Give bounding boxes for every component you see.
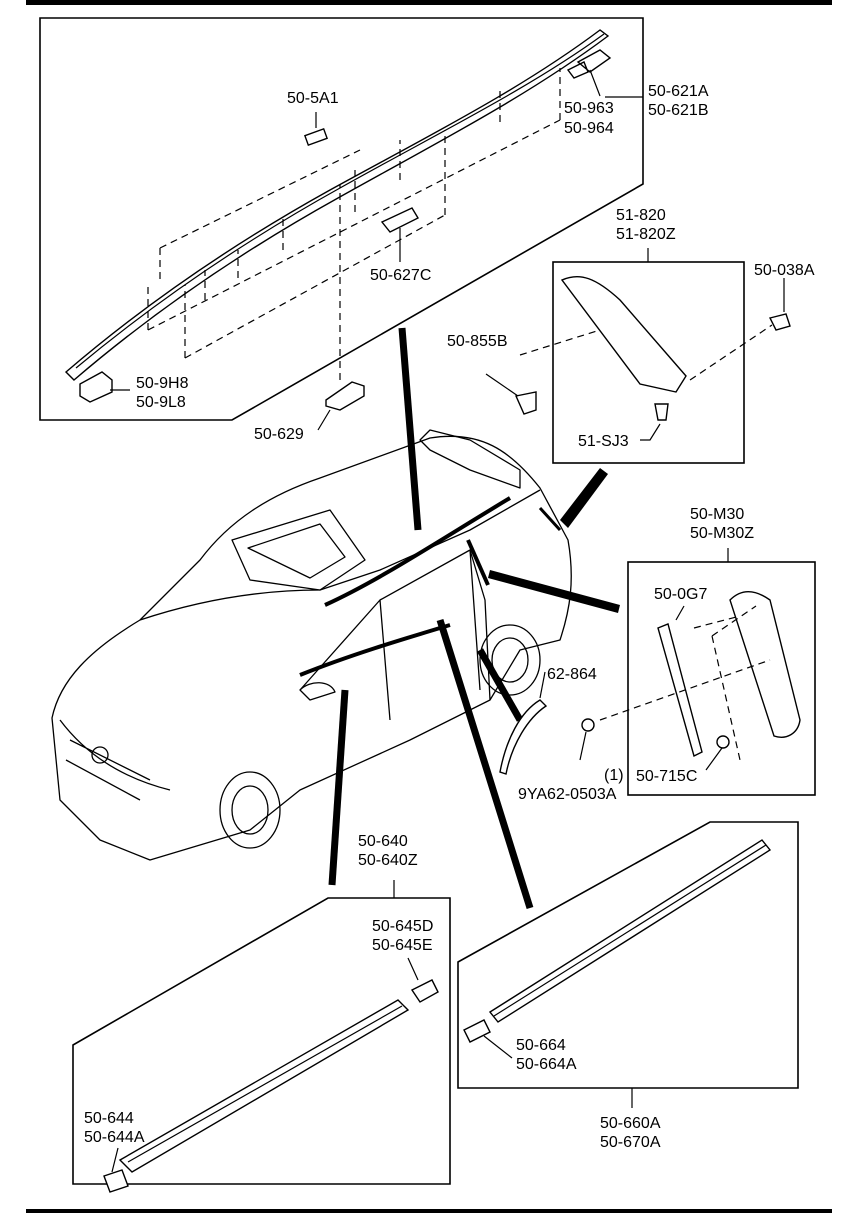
label-front-clip-a: 50-644 [84, 1110, 134, 1127]
end-cap-rear-icon [566, 49, 612, 79]
label-end-cap-front-b: 50-9L8 [136, 394, 186, 411]
label-clip-038: 50-038A [754, 262, 815, 279]
top-rule [26, 0, 832, 5]
pointer-strokes [328, 327, 620, 910]
bottom-rule [26, 1209, 832, 1213]
label-rear-clip-a: 50-664 [516, 1037, 566, 1054]
label-front-molding-a: 50-640 [358, 833, 408, 850]
label-roof-rail-b: 50-621B [648, 102, 709, 119]
label-garnish-a: 51-820 [616, 207, 666, 224]
label-weatherstrip: 62-864 [547, 666, 597, 683]
label-roof-bracket: 50-629 [254, 426, 304, 443]
seal-icon [657, 623, 703, 758]
label-end-cap-rear-a: 50-963 [564, 100, 614, 117]
label-seal: 50-0G7 [654, 586, 707, 603]
clip-sj3-icon [654, 403, 669, 421]
label-garnish-b: 51-820Z [616, 226, 676, 243]
rear-molding-panel [457, 821, 799, 1108]
label-front-end-a: 50-645D [372, 918, 433, 935]
label-rear-molding-a: 50-660A [600, 1115, 661, 1132]
label-roof-clip: 50-627C [370, 267, 431, 284]
roof-cap-icon [303, 127, 329, 147]
garnish-panel [485, 248, 791, 464]
weatherstrip-group [499, 671, 548, 775]
roof-rail-panel [39, 17, 644, 431]
label-rear-clip-b: 50-664A [516, 1056, 577, 1073]
roof-bracket-icon [325, 381, 365, 411]
label-fastener-qty: (1) [604, 767, 624, 784]
label-clip-sj3: 51-SJ3 [578, 433, 629, 450]
label-rear-molding-b: 50-670A [600, 1134, 661, 1151]
weatherstrip-icon [499, 699, 548, 775]
label-front-molding-b: 50-640Z [358, 852, 418, 869]
vehicle-illustration [51, 429, 572, 861]
clip-038-icon [768, 313, 791, 331]
label-end-cap-rear-b: 50-964 [564, 120, 614, 137]
label-clip-715: 50-715C [636, 768, 697, 785]
label-end-cap-front-a: 50-9H8 [136, 375, 189, 392]
label-roof-cap: 50-5A1 [287, 90, 339, 107]
front-end-icon [410, 979, 439, 1003]
label-fastener: 9YA62-0503A [518, 786, 617, 803]
front-molding-panel [72, 880, 451, 1193]
pillar-panel [579, 548, 816, 796]
label-roof-rail-a: 50-621A [648, 83, 709, 100]
front-clip-icon [103, 1169, 129, 1193]
label-front-clip-b: 50-644A [84, 1129, 145, 1146]
clip-715-icon [716, 735, 730, 749]
end-cap-front-icon [79, 371, 113, 403]
label-front-end-b: 50-645E [372, 937, 433, 954]
front-molding-icon [118, 999, 410, 1173]
clip-855-icon [515, 391, 537, 415]
label-pillar-a: 50-M30 [690, 506, 744, 523]
label-clip-855: 50-855B [447, 333, 508, 350]
pillar-garnish-icon [729, 591, 801, 738]
label-pillar-b: 50-M30Z [690, 525, 754, 542]
garnish-icon [560, 276, 687, 393]
rear-clip-icon [463, 1019, 491, 1043]
roof-clip-icon [380, 207, 419, 233]
fastener-icon [581, 718, 595, 732]
